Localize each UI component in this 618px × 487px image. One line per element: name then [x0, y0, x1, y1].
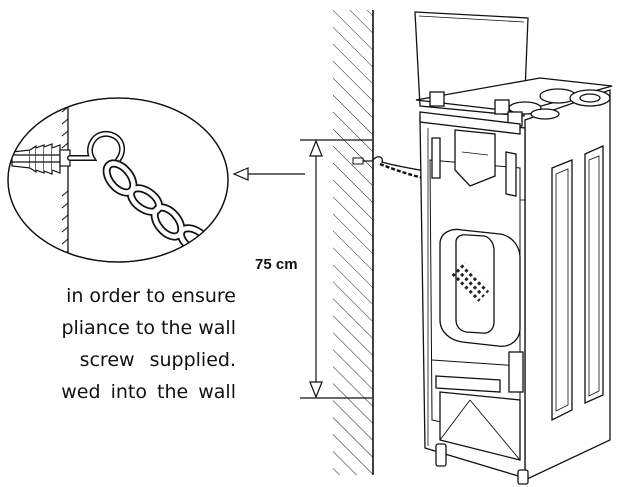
wall-plug-icon	[11, 143, 71, 175]
caption-line-1: in order to ensure	[66, 285, 236, 307]
caption-line-3: screw supplied.	[79, 349, 236, 371]
height-dimension-label: 75 cm	[255, 256, 298, 273]
chain-detail-magnifier	[7, 97, 229, 263]
detail-pointer-arrow	[232, 167, 305, 181]
height-dimension	[300, 139, 372, 399]
caption-line-2: pliance to the wall	[61, 317, 236, 339]
cooker-appliance	[414, 11, 613, 485]
caption-line-4: wed into the wall	[61, 381, 236, 403]
wall	[333, 10, 374, 475]
